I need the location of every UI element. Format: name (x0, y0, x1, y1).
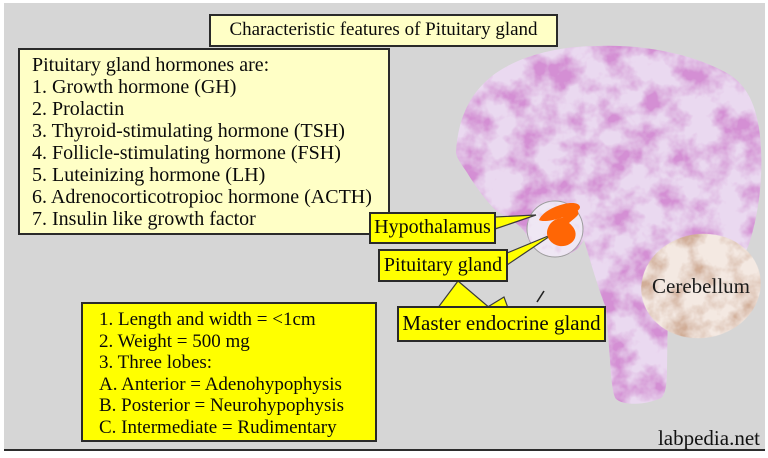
cerebellum-label: Cerebellum (652, 274, 750, 298)
title-box: Characteristic features of Pituitary gla… (209, 14, 558, 47)
feature-item: 1. Length and width = <1cm (99, 309, 316, 330)
hormone-item: 1. Growth hormone (GH) (32, 76, 237, 98)
pituitary-shape (546, 209, 579, 247)
hormone-item: 7. Insulin like growth factor (32, 208, 256, 230)
cerebrum-shape (456, 45, 762, 404)
hormone-item: 2. Prolactin (32, 98, 125, 120)
annotation-slash (536, 290, 545, 303)
master-pointer (435, 280, 493, 310)
feature-item: B. Posterior = Neurohypophysis (99, 395, 345, 416)
hormone-item: 4. Follicle-stimulating hormone (FSH) (32, 142, 341, 164)
hormones-box: Pituitary gland hormones are: 1. Growth … (18, 48, 390, 235)
hormone-item: 3. Thyroid-stimulating hormone (TSH) (32, 120, 345, 142)
hormones-heading: Pituitary gland hormones are: (32, 54, 270, 76)
feature-item: 3. Three lobes: (99, 352, 213, 373)
features-box: 1. Length and width = <1cm 2. Weight = 5… (81, 302, 377, 442)
hormone-item: 6. Adrenocorticotropioc hormone (ACTH) (32, 186, 372, 208)
pituitary-gland-label: Pituitary gland (378, 249, 508, 282)
feature-item: A. Anterior = Adenohypophysis (99, 373, 342, 395)
feature-item: 2. Weight = 500 mg (99, 330, 250, 352)
feature-item: C. Intermediate = Rudimentary (99, 416, 337, 438)
master-endocrine-gland-label: Master endocrine gland (397, 306, 606, 342)
hypothalamus-shape (539, 203, 580, 222)
cerebellum-shape (641, 233, 761, 339)
watermark-text: labpedia.net (657, 426, 760, 450)
hypothalamus-label: Hypothalamus (369, 212, 496, 244)
hormone-item: 5. Luteinizing hormone (LH) (32, 164, 266, 186)
